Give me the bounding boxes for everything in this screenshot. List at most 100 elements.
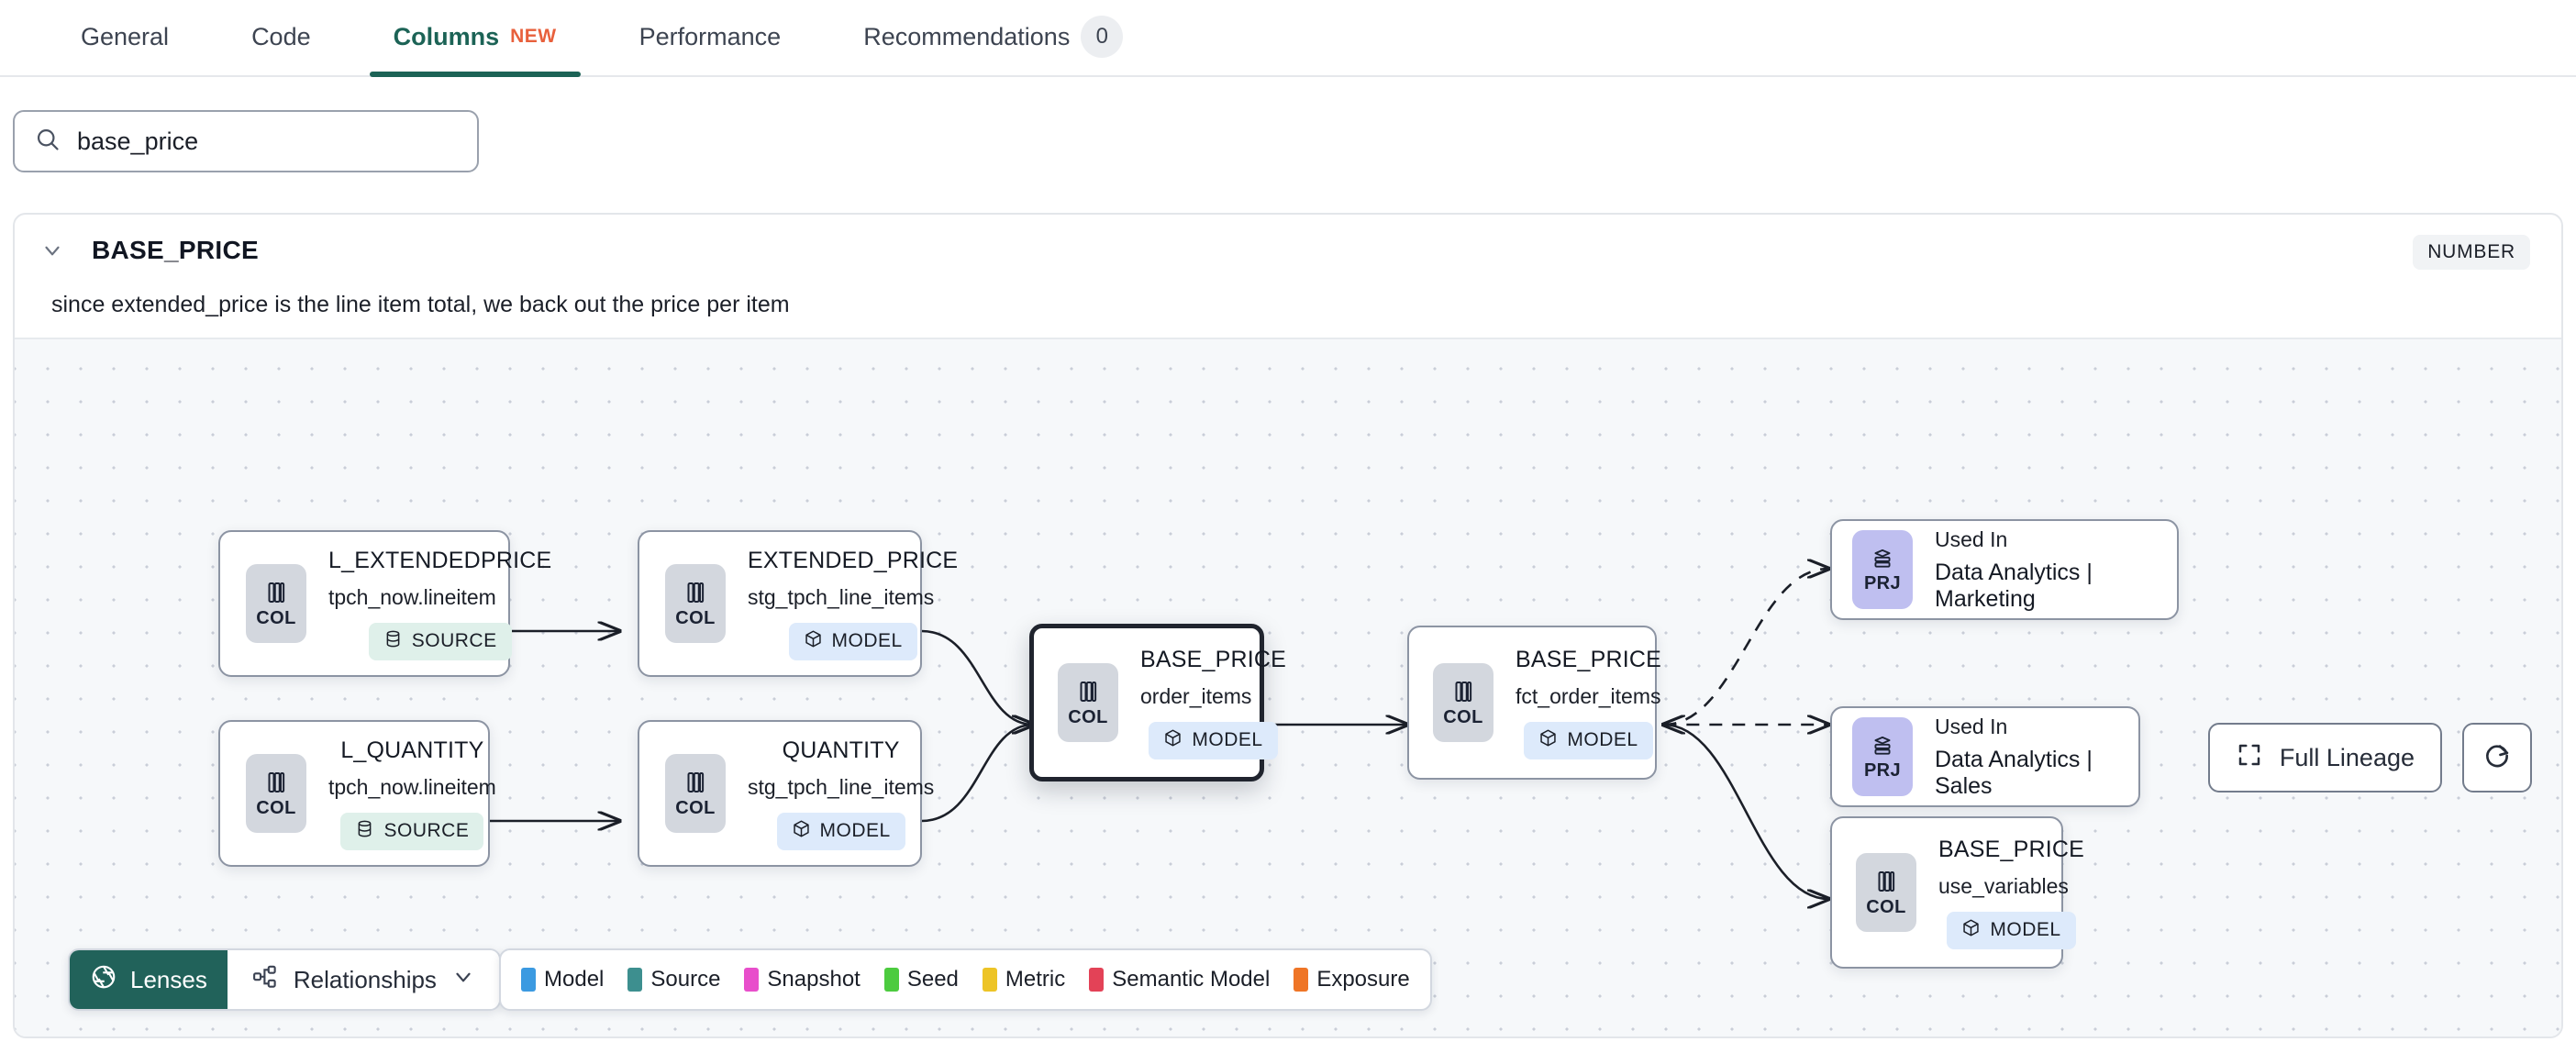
lineage-edges (471, 339, 2561, 1036)
legend-label: Source (650, 967, 721, 992)
node-subtitle: tpch_now.lineitem (328, 774, 496, 799)
tab-bar: General Code Columns NEW Performance Rec… (0, 0, 2576, 77)
search-value: base_price (77, 127, 199, 155)
col-badge: COL (665, 564, 726, 643)
node-type-pill: MODEL (1947, 911, 2076, 949)
node-title: L_QUANTITY (340, 737, 484, 763)
node-type-pill: MODEL (1149, 721, 1278, 759)
cube-icon (1538, 728, 1558, 753)
node-subtitle: order_items (1140, 683, 1252, 708)
lineage-node-base-price-order-items[interactable]: COL BASE_PRICE order_items MODEL (1029, 624, 1286, 781)
tab-performance-label: Performance (638, 22, 782, 50)
node-type-pill: MODEL (776, 812, 905, 850)
legend-swatch (1089, 968, 1105, 992)
node-title: BASE_PRICE (1938, 836, 2085, 862)
tab-columns-label: Columns (393, 22, 500, 50)
tab-performance[interactable]: Performance (616, 0, 805, 75)
node-type-pill: MODEL (1524, 721, 1653, 759)
col-badge: COL (246, 754, 306, 833)
legend-item-model: Model (521, 967, 604, 992)
lenses-toolbar: Lenses Relationships (68, 948, 501, 1011)
refresh-button[interactable] (2462, 723, 2532, 793)
col-badge: COL (1856, 853, 1916, 932)
relationships-dropdown[interactable]: Relationships (227, 950, 499, 1009)
node-title: EXTENDED_PRICE (748, 547, 959, 573)
legend-label: Metric (1005, 967, 1066, 992)
tab-code-label: Code (251, 22, 311, 50)
prj-badge-label: PRJ (1863, 572, 1902, 593)
search-input[interactable]: base_price (13, 110, 479, 172)
legend-item-seed: Seed (883, 967, 959, 992)
tab-recommendations[interactable]: Recommendations 0 (839, 0, 1147, 75)
recommendations-count-badge: 0 (1081, 16, 1124, 58)
legend-swatch (744, 968, 760, 992)
project-name: Data Analytics | Sales (1935, 746, 2093, 799)
node-type-pill: SOURCE (340, 812, 484, 850)
legend-label: Snapshot (767, 967, 861, 992)
tab-columns-new-badge: NEW (510, 26, 557, 47)
database-icon (355, 819, 374, 844)
col-badge-label: COL (256, 797, 296, 818)
legend-item-source: Source (627, 967, 720, 992)
node-pill-label: MODEL (831, 630, 903, 651)
node-type-pill: MODEL (788, 622, 917, 660)
cube-icon (804, 629, 823, 654)
legend-item-snapshot: Snapshot (744, 967, 861, 992)
lineage-canvas[interactable]: COL L_EXTENDEDPRICE tpch_now.lineitem SO… (15, 338, 2561, 1036)
node-pill-label: SOURCE (411, 630, 497, 651)
legend-swatch (883, 968, 899, 992)
column-type-badge: NUMBER (2413, 235, 2530, 270)
lineage-node-quantity[interactable]: COL QUANTITY stg_tpch_line_items MODEL (638, 720, 934, 867)
tab-columns[interactable]: Columns NEW (369, 0, 581, 77)
prj-badge: PRJ (1852, 530, 1913, 609)
node-subtitle: tpch_now.lineitem (328, 584, 496, 609)
node-subtitle: stg_tpch_line_items (748, 774, 935, 799)
legend-item-semantic-model: Semantic Model (1089, 967, 1270, 992)
lineage-node-project-sales[interactable]: PRJ Used In Data Analytics | Sales (1830, 706, 2140, 807)
lineage-node-project-marketing[interactable]: PRJ Used In Data Analytics | Marketing (1830, 519, 2179, 620)
prj-badge-label: PRJ (1863, 759, 1902, 781)
node-pill-label: MODEL (819, 820, 891, 841)
full-lineage-button[interactable]: Full Lineage (2207, 723, 2442, 793)
lenses-button[interactable]: Lenses (70, 950, 228, 1009)
col-badge-label: COL (1866, 896, 1906, 917)
lenses-label: Lenses (130, 965, 207, 993)
legend-swatch (627, 968, 643, 992)
legend-item-metric: Metric (982, 967, 1066, 992)
col-badge-label: COL (675, 607, 716, 628)
col-badge: COL (1058, 663, 1118, 742)
col-badge-label: COL (675, 797, 716, 818)
full-lineage-label: Full Lineage (2279, 743, 2415, 771)
legend-label: Seed (906, 967, 959, 992)
node-title: BASE_PRICE (1140, 646, 1287, 672)
node-title: BASE_PRICE (1516, 646, 1662, 672)
lineage-node-extended-price[interactable]: COL EXTENDED_PRICE stg_tpch_line_items M… (638, 530, 958, 677)
project-used-in-label: Used In (1935, 526, 2008, 551)
expand-icon (2236, 741, 2263, 775)
legend-label: Semantic Model (1112, 967, 1271, 992)
col-badge-label: COL (1443, 706, 1483, 727)
lineage-node-l-quantity[interactable]: COL L_QUANTITY tpch_now.lineitem SOURCE (218, 720, 496, 867)
page-title: BASE_PRICE (92, 236, 259, 264)
relationships-icon (251, 963, 279, 997)
database-icon (383, 629, 403, 654)
node-pill-label: MODEL (1990, 919, 2061, 940)
col-badge: COL (246, 564, 306, 643)
cube-icon (1163, 728, 1183, 753)
node-subtitle: stg_tpch_line_items (748, 584, 935, 609)
lineage-node-base-price-fct-order-items[interactable]: COL BASE_PRICE fct_order_items MODEL (1407, 626, 1661, 780)
col-badge: COL (1433, 663, 1493, 742)
tab-code[interactable]: Code (228, 0, 335, 75)
tab-general[interactable]: General (57, 0, 193, 75)
legend-swatch (521, 968, 536, 992)
relationships-label: Relationships (293, 965, 437, 993)
lineage-node-l-extendedprice[interactable]: COL L_EXTENDEDPRICE tpch_now.lineitem SO… (218, 530, 551, 677)
node-title: QUANTITY (782, 737, 900, 763)
lineage-node-base-price-use-variables[interactable]: COL BASE_PRICE use_variables MODEL (1830, 816, 2084, 969)
legend-label: Model (544, 967, 605, 992)
col-badge: COL (665, 754, 726, 833)
chevron-down-icon[interactable] (40, 238, 68, 262)
aperture-icon (90, 963, 117, 997)
tab-recommendations-label: Recommendations (863, 22, 1071, 50)
refresh-icon (2482, 741, 2512, 775)
